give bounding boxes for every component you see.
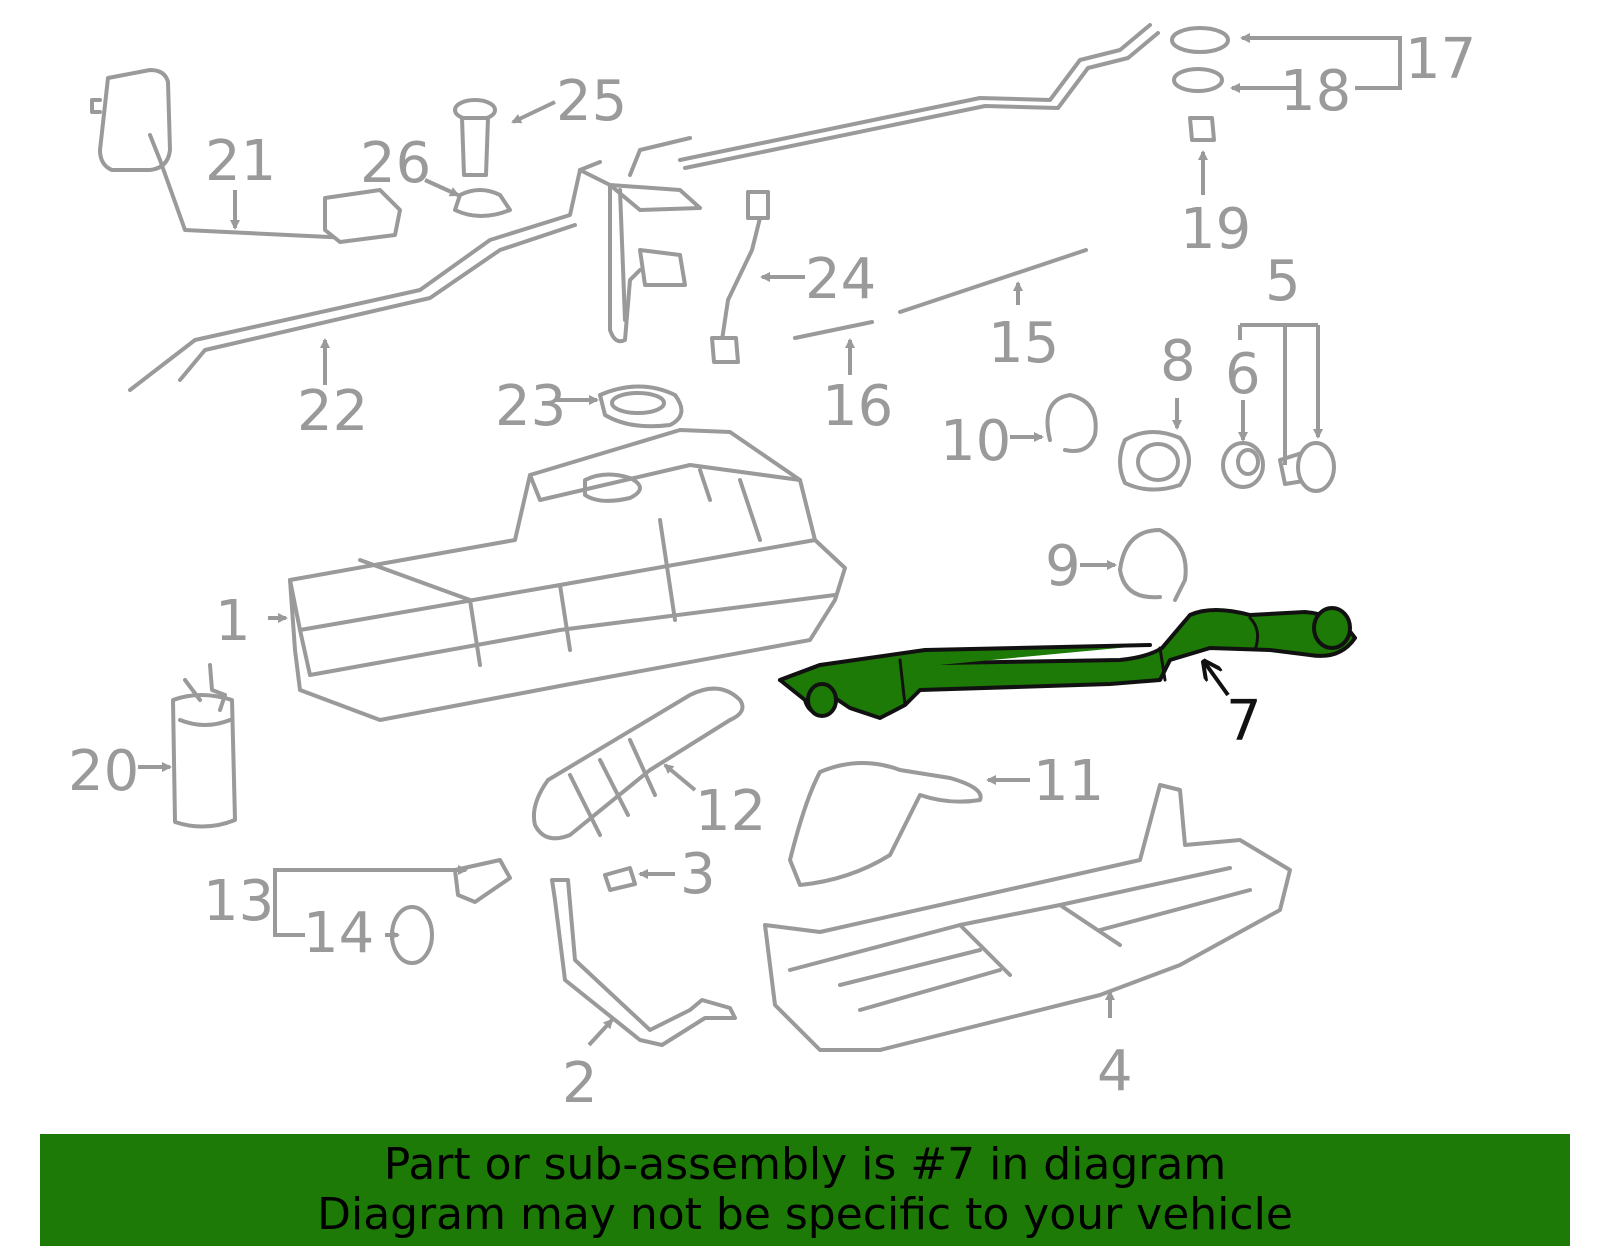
part-7-filler-pipe — [778, 606, 1357, 720]
part-3-bolt — [603, 866, 637, 892]
callout-8: 8 — [1160, 329, 1196, 394]
callout-1: 1 — [215, 589, 251, 654]
callout-2: 2 — [562, 1051, 598, 1116]
part-6-cap — [1221, 441, 1265, 489]
callout-4: 4 — [1097, 1039, 1133, 1104]
callout-16: 16 — [822, 374, 893, 439]
callout-15: 15 — [988, 311, 1059, 376]
part-10-ring — [1045, 393, 1098, 453]
banner-line-2: Diagram may not be specific to your vehi… — [317, 1189, 1293, 1240]
callout-13: 13 — [203, 869, 274, 934]
part-13-clamp — [390, 858, 512, 965]
callout-25: 25 — [556, 69, 627, 134]
part-2-strap — [550, 878, 737, 1047]
callouts: 1 2 3 4 5 6 7 8 9 10 11 12 13 14 15 16 1… — [68, 27, 1476, 1116]
part-15-rod — [898, 248, 1088, 314]
callout-20: 20 — [68, 739, 139, 804]
callout-14: 14 — [303, 901, 374, 966]
callout-11: 11 — [1033, 749, 1104, 814]
part-21-canister — [90, 68, 402, 244]
callout-21: 21 — [205, 129, 276, 194]
leader-lines — [138, 33, 1402, 1047]
callout-19: 19 — [1180, 197, 1251, 262]
part-25-pump-cap — [453, 98, 512, 218]
callout-3: 3 — [680, 842, 716, 907]
callout-26: 26 — [360, 131, 431, 196]
callout-6: 6 — [1225, 342, 1261, 407]
callout-24: 24 — [805, 247, 876, 312]
callout-18: 18 — [1280, 59, 1351, 124]
callout-9: 9 — [1045, 534, 1081, 599]
part-17-18-19-grommets — [1170, 26, 1230, 142]
callout-23: 23 — [495, 374, 566, 439]
callout-10: 10 — [940, 409, 1011, 474]
part-5-cap — [1278, 441, 1336, 493]
part-sender-bracket — [578, 23, 1160, 344]
callout-22: 22 — [297, 379, 368, 444]
callout-12: 12 — [695, 779, 766, 844]
callout-7: 7 — [1226, 689, 1262, 754]
part-16-hose — [793, 320, 874, 340]
part-20-fuel-pump — [171, 663, 237, 829]
part-24-harness — [710, 190, 770, 364]
callout-17: 17 — [1405, 27, 1476, 92]
info-banner: Part or sub-assembly is #7 in diagram Di… — [40, 1134, 1570, 1246]
part-11-shield — [788, 761, 983, 887]
banner-line-1: Part or sub-assembly is #7 in diagram — [383, 1139, 1227, 1190]
part-9-ring — [1118, 528, 1188, 602]
part-4-skid-plate — [763, 783, 1292, 1052]
part-12-hose — [531, 686, 745, 841]
part-1-fuel-tank — [288, 428, 847, 722]
part-8-housing — [1118, 430, 1191, 492]
callout-5: 5 — [1265, 249, 1301, 314]
part-23-gasket — [598, 384, 684, 429]
